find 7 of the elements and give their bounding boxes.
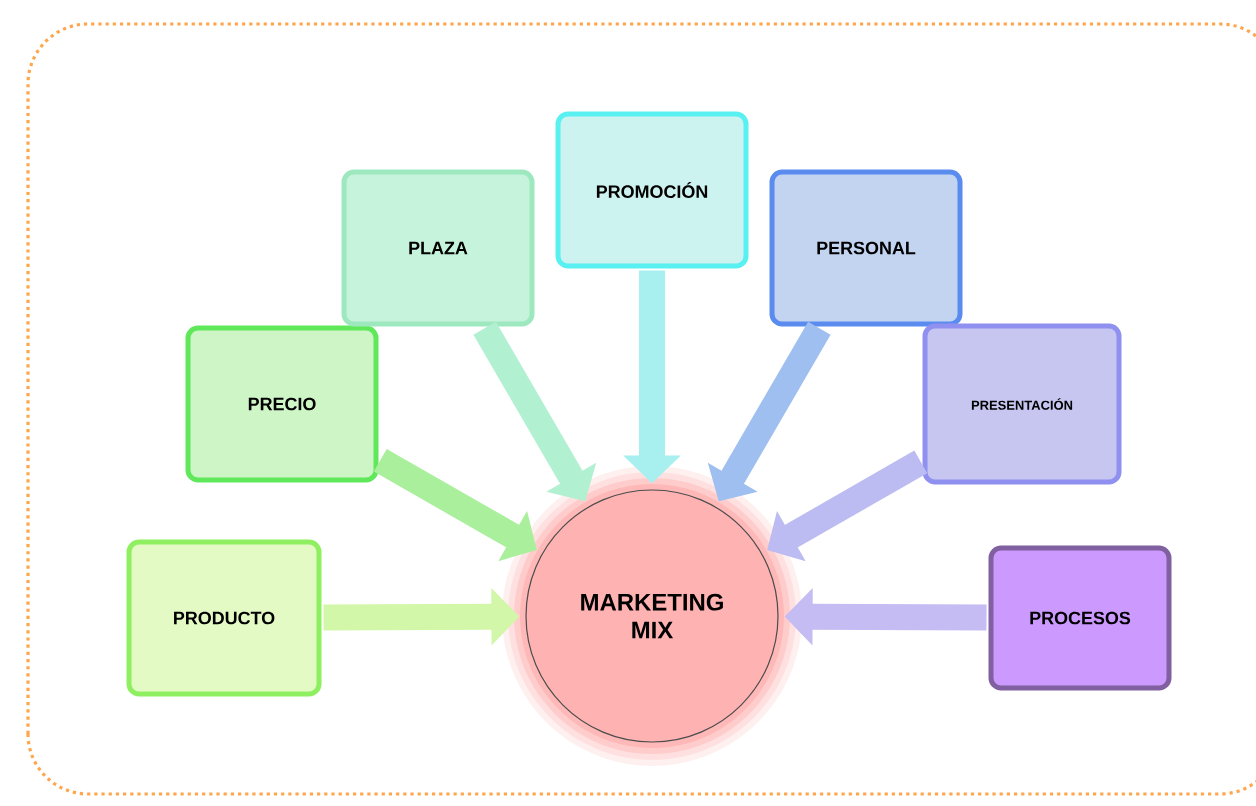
- concept-box: PROCESOS: [988, 545, 1172, 691]
- concept-box: PLAZA: [341, 169, 535, 327]
- concept-box: PROMOCIÓN: [555, 111, 749, 269]
- concept-box: PERSONAL: [769, 169, 963, 327]
- block-arrow: [767, 450, 928, 562]
- concept-box: PRECIO: [185, 325, 379, 483]
- concept-box: PRODUCTO: [126, 539, 322, 697]
